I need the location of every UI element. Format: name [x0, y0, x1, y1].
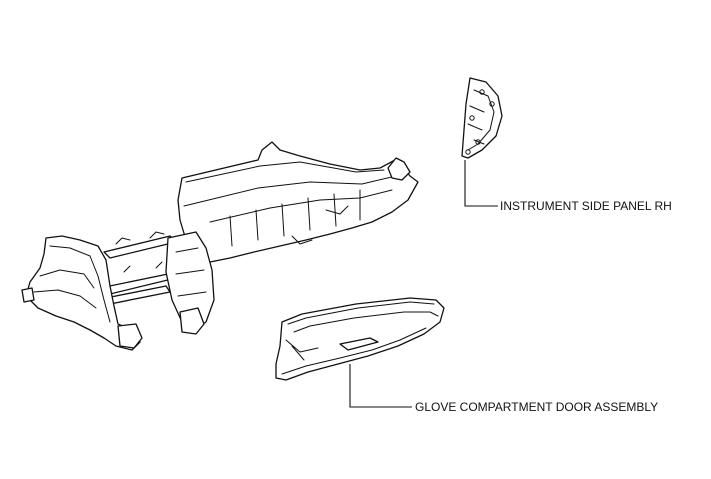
instrument-side-panel-rh: [461, 77, 503, 159]
side-panel-callout-label: INSTRUMENT SIDE PANEL RH: [500, 199, 672, 213]
side-panel-leader-line: [464, 160, 498, 207]
instrument-panel-reinforcement: [21, 141, 419, 351]
glove-door-leader-line: [349, 364, 412, 408]
glove-door-callout-label: GLOVE COMPARTMENT DOOR ASSEMBLY: [415, 400, 659, 414]
glove-compartment-door-assembly: [275, 297, 445, 381]
